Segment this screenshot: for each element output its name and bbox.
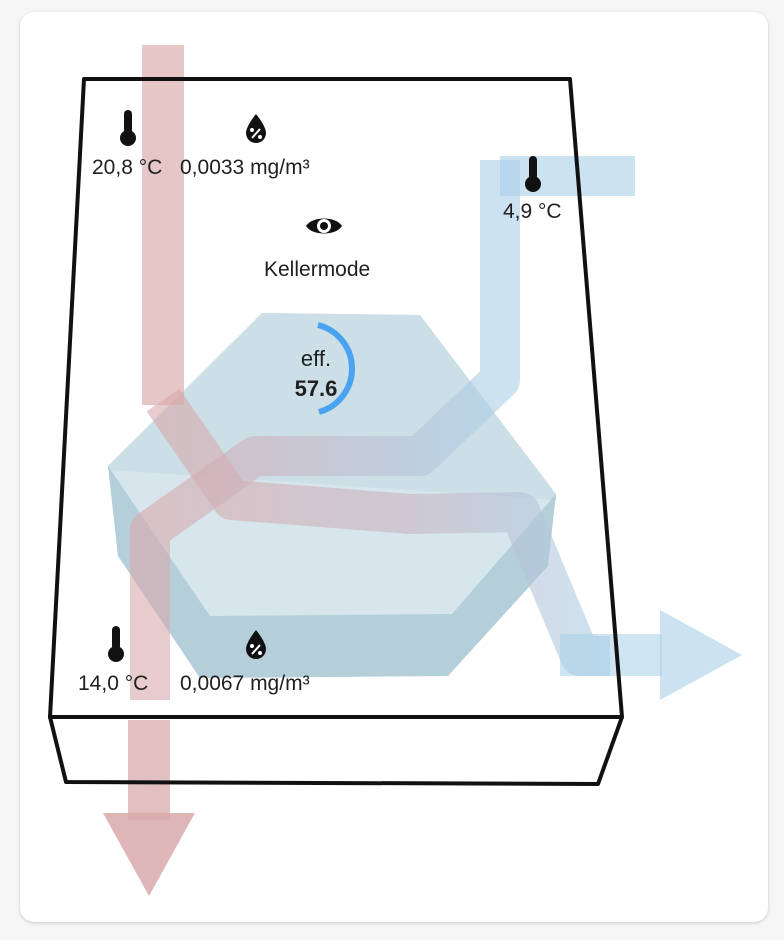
thermometer-icon[interactable] (522, 154, 544, 194)
supply-flow-in (142, 45, 184, 405)
exhaust-flow-out (500, 156, 635, 196)
efficiency-label: eff. (300, 346, 332, 371)
exhaust-arrow-head (660, 610, 742, 700)
mode-label[interactable]: Kellermode (264, 258, 371, 281)
supply-out-humidity: 0,0067 mg/m³ (180, 672, 310, 695)
heat-exchanger-front (108, 466, 556, 678)
efficiency-gauge (317, 322, 355, 415)
supply-arrow-head (103, 813, 195, 896)
unit-housing-base (48, 715, 624, 786)
efficiency-value[interactable]: 57.6 (294, 376, 338, 401)
eye-icon[interactable] (304, 212, 344, 240)
thermometer-icon[interactable] (117, 108, 139, 148)
ventilation-diagram (48, 45, 742, 896)
thermometer-icon[interactable] (105, 624, 127, 664)
exhaust-out-temperature: 4,9 °C (503, 200, 562, 223)
exhaust-flow-right (560, 634, 662, 676)
supply-out-temperature: 14,0 °C (78, 672, 149, 695)
extract-flow-path (130, 160, 520, 700)
water-percent-icon[interactable] (243, 628, 269, 660)
water-percent-icon[interactable] (243, 112, 269, 144)
supply-in-humidity: 0,0033 mg/m³ (180, 156, 310, 179)
supply-flow-out (128, 720, 170, 820)
ventilation-card: 20,8 °C 0,0033 mg/m³ 4,9 °C Kellermode e… (20, 12, 768, 922)
supply-in-temperature: 20,8 °C (92, 156, 163, 179)
